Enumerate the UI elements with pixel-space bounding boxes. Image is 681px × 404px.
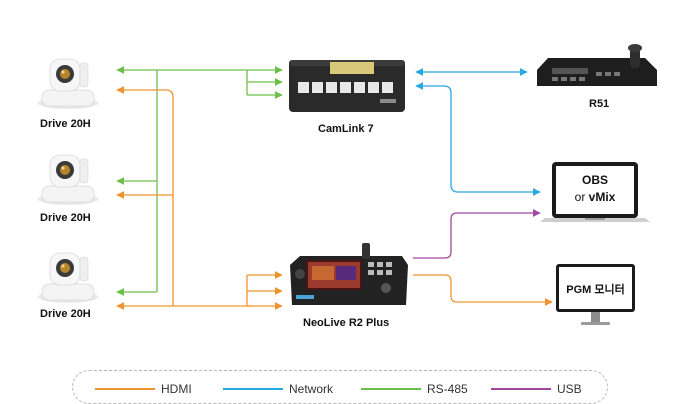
rs485-connections bbox=[116, 66, 283, 296]
switch-label: CamLink 7 bbox=[318, 123, 374, 135]
legend-item-rs485: RS-485 bbox=[361, 382, 468, 396]
network-connections bbox=[415, 68, 541, 196]
legend-label-network: Network bbox=[289, 382, 334, 396]
legend-swatch-usb bbox=[491, 388, 551, 390]
legend-swatch-rs485 bbox=[361, 388, 421, 390]
legend-swatch-hdmi bbox=[95, 388, 155, 390]
recorder-label: NeoLive R2 Plus bbox=[303, 317, 390, 329]
camera-3-label: Drive 20H bbox=[40, 308, 91, 320]
camlink-switch bbox=[289, 60, 405, 112]
legend: HDMI Network RS-485 USB bbox=[72, 370, 608, 404]
legend-item-usb: USB bbox=[491, 382, 582, 396]
pc-label-line2: or vMix bbox=[556, 190, 634, 204]
legend-label-hdmi: HDMI bbox=[161, 382, 192, 396]
legend-item-network: Network bbox=[223, 382, 333, 396]
camera-2-label: Drive 20H bbox=[40, 212, 91, 224]
legend-item-hdmi: HDMI bbox=[95, 382, 192, 396]
pc-label-line1: OBS bbox=[581, 173, 608, 187]
camera-1-label: Drive 20H bbox=[40, 118, 91, 130]
pgm-monitor bbox=[556, 264, 635, 325]
controller-label: R51 bbox=[589, 98, 610, 110]
monitor-label: PGM 모니터 bbox=[566, 284, 625, 296]
usb-connections bbox=[413, 209, 541, 259]
pc-laptop bbox=[540, 162, 650, 222]
pc-label-bold: vMix bbox=[588, 190, 616, 204]
legend-label-usb: USB bbox=[557, 382, 582, 396]
legend-label-rs485: RS-485 bbox=[427, 382, 468, 396]
camera-3 bbox=[38, 252, 98, 303]
pc-label-prefix: or bbox=[574, 190, 589, 204]
camera-2 bbox=[38, 154, 98, 205]
legend-swatch-network bbox=[223, 388, 283, 390]
camera-1 bbox=[38, 58, 98, 109]
hdmi-connections bbox=[116, 86, 553, 310]
neolive-recorder bbox=[290, 243, 408, 305]
r51-controller bbox=[537, 44, 657, 86]
